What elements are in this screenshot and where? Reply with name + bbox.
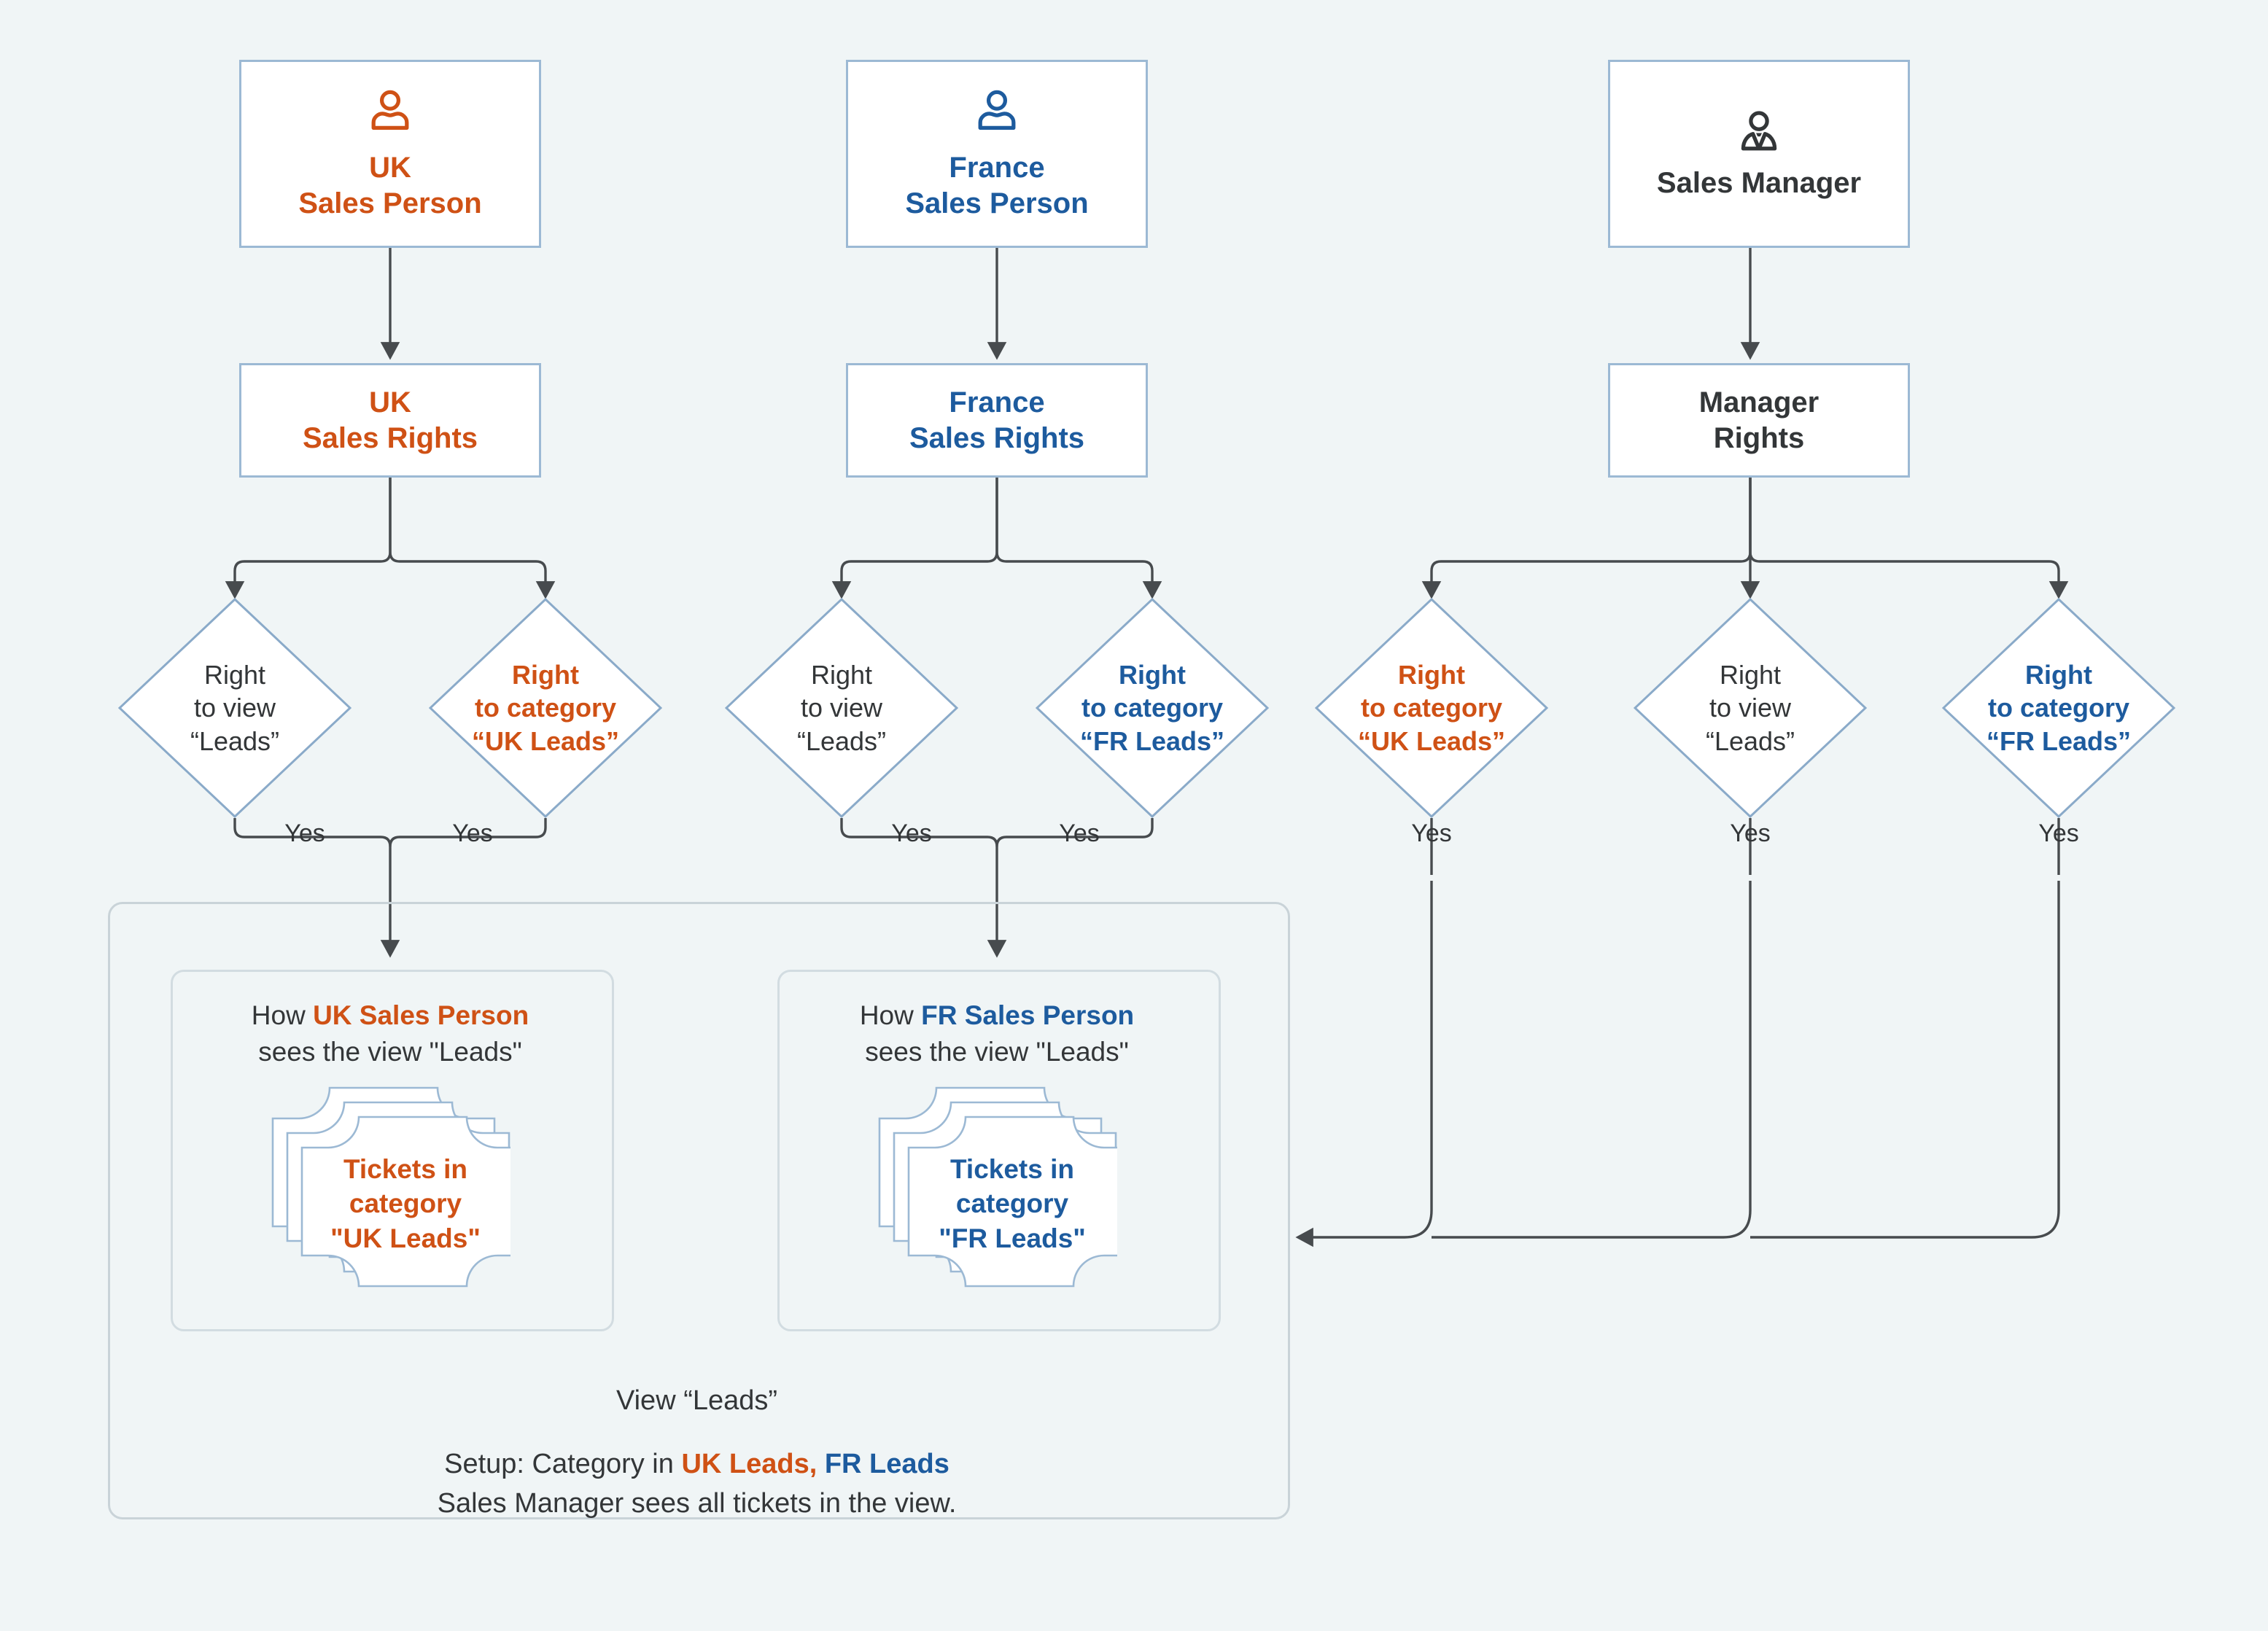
panel-view-title: View “Leads” <box>615 1385 778 1416</box>
result-panel <box>108 902 1290 1519</box>
setup-note: Sales Manager sees all tickets in the vi… <box>437 1487 957 1519</box>
role-box-france-sales-person[interactable]: France Sales Person <box>846 60 1148 248</box>
ticket-stack-fr: Tickets in category "FR Leads" <box>877 1085 1132 1311</box>
ticket-stack-shape <box>271 1086 525 1288</box>
result-card-uk-role: UK Sales Person <box>313 1000 529 1030</box>
manager-icon <box>1741 110 1777 150</box>
diamond-shape <box>428 597 663 819</box>
setup-prefix: Setup: Category in <box>444 1449 682 1479</box>
result-card-uk[interactable] <box>171 970 614 1331</box>
rights-line1: Manager <box>1698 386 1820 419</box>
rights-line2: Sales Rights <box>909 421 1085 454</box>
role-line2: Sales Manager <box>1656 166 1862 199</box>
panel-setup-text: Setup: Category in UK Leads, FR Leads Sa… <box>108 1445 1286 1524</box>
diamond-shape <box>1035 597 1270 819</box>
diamond-shape <box>1633 597 1868 819</box>
role-line1: UK <box>369 152 411 184</box>
yes-label-mgr-category-fr: Yes <box>2038 820 2079 847</box>
rights-line2: Sales Rights <box>302 421 478 454</box>
edge-mgr-rights-fr-category <box>1749 478 2069 599</box>
ticket-label-fr: Tickets in category "FR Leads" <box>939 1154 1086 1253</box>
yes-label-fr-view: Yes <box>891 820 932 847</box>
result-card-fr-heading: How FR Sales Person sees the view "Leads… <box>859 1000 1135 1067</box>
diamond-shape <box>724 597 959 819</box>
rights-box-uk-sales-rights[interactable]: UK Sales Rights <box>239 363 541 478</box>
ticket-stack-uk: Tickets in category "UK Leads" <box>270 1085 525 1311</box>
role-box-sales-manager[interactable]: Sales Manager <box>1608 60 1910 248</box>
edge-mgr-rights-uk-category <box>1421 478 1752 599</box>
role-line2: Sales Person <box>298 187 482 219</box>
rights-line1: France <box>949 386 1045 419</box>
diamond-shape <box>117 597 352 819</box>
edge-uk-rights-view <box>225 478 392 599</box>
edge-uk-rights-category <box>389 478 556 599</box>
person-icon <box>371 90 409 131</box>
result-card-fr-role: FR Sales Person <box>921 1000 1135 1030</box>
yes-label-fr-category: Yes <box>1059 820 1100 847</box>
edge-mgr-fr-to-panel <box>1750 881 2060 1239</box>
setup-fr-leads: FR Leads <box>824 1449 949 1479</box>
yes-label-uk-view: Yes <box>284 820 325 847</box>
yes-label-uk-category: Yes <box>452 820 493 847</box>
setup-uk-leads: UK Leads, <box>681 1449 818 1479</box>
role-box-uk-sales-person[interactable]: UK Sales Person <box>239 60 541 248</box>
yes-label-mgr-category-uk: Yes <box>1411 820 1452 847</box>
edge-mgr-view-to-panel <box>1432 881 1752 1239</box>
rights-box-france-sales-rights[interactable]: France Sales Rights <box>846 363 1148 478</box>
yes-label-mgr-view: Yes <box>1730 820 1771 847</box>
role-line1: France <box>949 152 1045 184</box>
edge-fr-rights-category <box>995 478 1162 599</box>
diamond-shape <box>1941 597 2176 819</box>
person-icon <box>978 90 1016 131</box>
edge-fr-rights-view <box>831 478 998 599</box>
result-card-uk-heading: How UK Sales Person sees the view "Leads… <box>251 1000 529 1067</box>
role-line2: Sales Person <box>905 187 1089 219</box>
ticket-label-uk: Tickets in category "UK Leads" <box>330 1154 481 1253</box>
rights-line2: Rights <box>1713 421 1805 454</box>
result-card-fr[interactable] <box>777 970 1221 1331</box>
rights-line1: UK <box>369 386 411 419</box>
rights-box-manager-rights[interactable]: Manager Rights <box>1608 363 1910 478</box>
diamond-shape <box>1314 597 1549 819</box>
edge-mgr-uk-to-panel <box>1295 881 1433 1247</box>
ticket-stack-shape <box>878 1086 1132 1288</box>
